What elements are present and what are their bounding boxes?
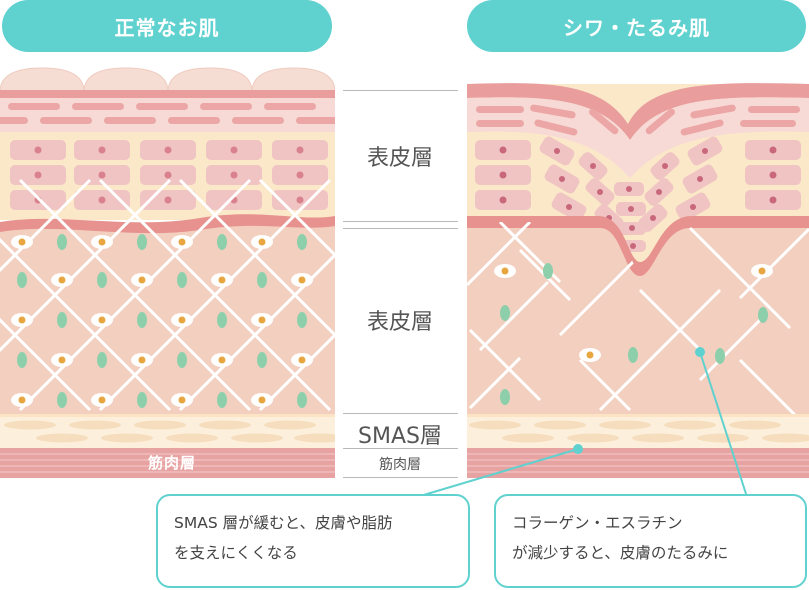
normal-fiber-nodes: [17, 234, 307, 408]
normal-basement-membrane: [0, 214, 335, 236]
collagen-callout: コラーゲン・エスラチン が減少すると、皮膚のたるみに: [494, 494, 807, 588]
normal-smas-layer: [0, 414, 335, 448]
normal-stratum-cells: [0, 103, 335, 124]
muscle-label: 筋肉層: [379, 457, 421, 473]
divider-smas-top: [343, 413, 458, 414]
epidermis-label: 表皮層: [366, 146, 433, 171]
wrinkle-skin-section: [467, 83, 809, 478]
smas-callout-line1: SMAS 層が緩むと、皮膚や脂肪: [174, 514, 393, 532]
divider-epidermis-a: [343, 221, 458, 222]
normal-muscle-label: 筋肉層: [147, 454, 196, 472]
normal-surface: [0, 67, 335, 93]
wrinkle-fiber-nodes: [500, 263, 768, 405]
wrinkle-muscle-layer: [467, 448, 809, 478]
normal-skin-title: 正常なお肌: [2, 0, 332, 52]
divider-epidermis-b: [343, 228, 458, 229]
normal-muscle-layer: [0, 448, 335, 478]
divider-muscle-bottom: [343, 477, 458, 478]
smas-callout-line2: を支えにくくなる: [174, 544, 298, 562]
wrinkle-skin-title: シワ・たるみ肌: [467, 0, 806, 52]
collagen-callout-line2: が減少すると、皮膚のたるみに: [512, 544, 729, 562]
collagen-callout-line1: コラーゲン・エスラチン: [512, 514, 683, 532]
divider-top: [343, 90, 458, 91]
smas-label: SMAS層: [358, 424, 442, 449]
normal-collagen-lattice: [0, 178, 335, 412]
wrinkle-surface: [467, 83, 809, 140]
wrinkle-smas-layer: [467, 414, 809, 448]
dermis-label: 表皮層: [366, 310, 433, 335]
wrinkle-stratum-cells: [476, 104, 800, 136]
smas-callout: SMAS 層が緩むと、皮膚や脂肪 を支えにくくなる: [156, 494, 470, 588]
collagen-callout-leader: [699, 351, 749, 501]
normal-skin-section: [0, 67, 335, 478]
divider-smas-bottom: [343, 448, 458, 449]
normal-fibroblasts: [11, 235, 313, 407]
wrinkle-fibroblasts: [494, 264, 773, 362]
